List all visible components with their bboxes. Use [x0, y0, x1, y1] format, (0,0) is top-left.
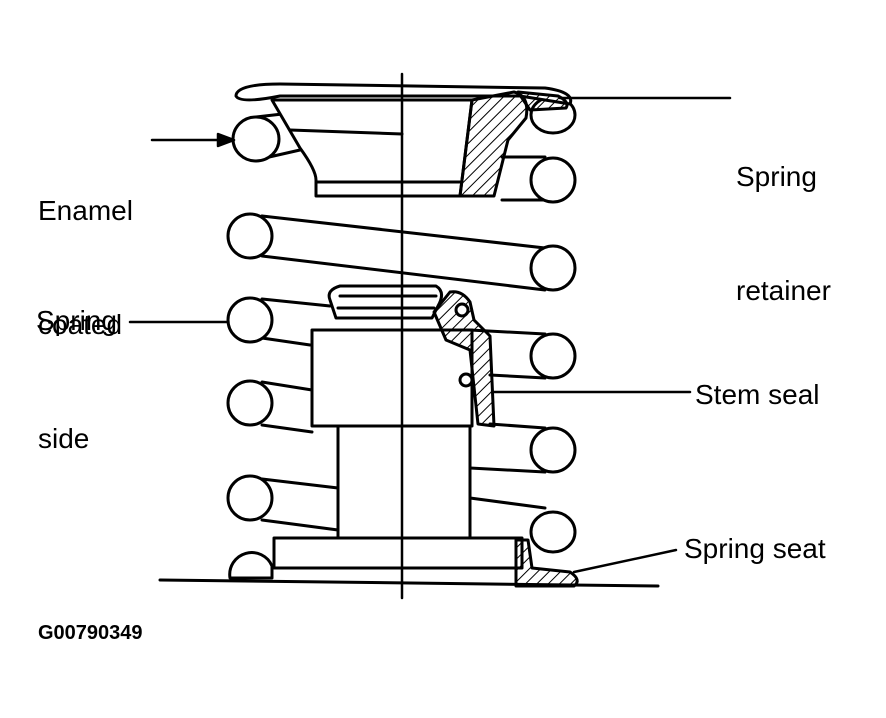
- label-enamel-line1: Enamel: [38, 195, 133, 226]
- figure-code: G00790349: [38, 622, 143, 644]
- valve-stem: [310, 284, 474, 540]
- leader-spring-seat: [572, 548, 678, 574]
- spring-retainer: [234, 82, 573, 198]
- label-spring-retainer-line2: retainer: [736, 275, 831, 306]
- label-spring-seat: Spring seat: [684, 533, 826, 564]
- label-enamel-line2: coated: [38, 309, 123, 340]
- leader-lines: [128, 96, 732, 574]
- spring-coil-sections-left: [226, 115, 281, 580]
- label-spring-retainer: Spring retainer: [736, 82, 831, 348]
- label-stem-seal: Stem seal: [695, 379, 820, 410]
- spring-coil-sections-right: [529, 95, 577, 554]
- label-enamel-coated-side: Enamel coated side: [38, 116, 133, 496]
- stem-seal: [432, 290, 496, 428]
- label-enamel-line3: side: [38, 423, 90, 454]
- cylinder-head-line: [158, 578, 660, 588]
- spring-coil-back: [260, 214, 547, 532]
- spring-seat: [272, 536, 579, 588]
- label-spring-retainer-line1: Spring: [736, 161, 817, 192]
- leader-enamel-arrow: [216, 132, 236, 148]
- label-spring: Spring: [36, 305, 117, 336]
